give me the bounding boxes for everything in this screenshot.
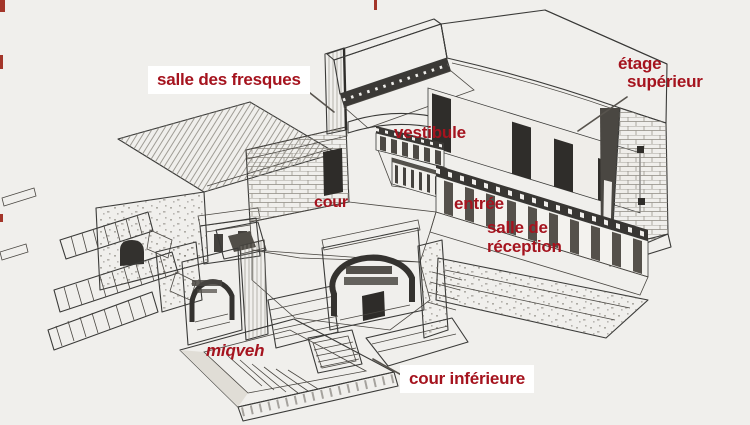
label-entree: entrée	[454, 195, 504, 213]
scan-artifacts	[0, 0, 377, 222]
miqveh-baths	[181, 219, 449, 349]
lower-court-platform	[365, 317, 469, 367]
label-salle-des-fresques-text: salle des fresques	[157, 70, 301, 89]
label-vestibule: vestibule	[394, 124, 466, 142]
label-etage-line2: supérieur	[627, 72, 703, 91]
cour-inferieure-leader-line	[372, 358, 406, 378]
etage-leader-line	[577, 96, 628, 132]
label-etage-superieur: étage supérieur	[618, 55, 703, 91]
door-opening	[323, 148, 343, 196]
label-miqveh: miqveh	[206, 341, 265, 360]
label-reception-line1: salle de	[487, 218, 548, 237]
label-cour: cour	[314, 194, 348, 212]
bench-band	[340, 58, 451, 107]
label-entree-text: entrée	[454, 194, 504, 213]
label-cour-inferieure: cour inférieure	[400, 365, 535, 393]
label-cour-inferieure-text: cour inférieure	[409, 369, 526, 388]
vaulted-storeroom	[321, 219, 425, 331]
label-etage-line1: étage	[618, 54, 662, 73]
label-reception-line2: réception	[487, 237, 562, 256]
lower-courtyard	[179, 317, 469, 422]
upper-floor-block	[427, 9, 672, 267]
label-vestibule-text: vestibule	[394, 123, 466, 142]
leader-lines	[304, 88, 628, 378]
label-salle-de-reception: salle de réception	[487, 218, 562, 256]
dark-doorway	[120, 240, 144, 266]
fresques-leader-line	[304, 88, 335, 113]
small-colonnade	[375, 125, 445, 168]
label-cour-text: cour	[314, 194, 348, 211]
stair-grid-panel	[307, 329, 363, 374]
west-staircases	[0, 187, 203, 351]
fresco-room	[324, 18, 475, 135]
reception-colonnade	[435, 165, 649, 278]
label-salle-des-fresques: salle des fresques	[148, 66, 310, 94]
label-miqveh-text: miqveh	[206, 341, 265, 360]
